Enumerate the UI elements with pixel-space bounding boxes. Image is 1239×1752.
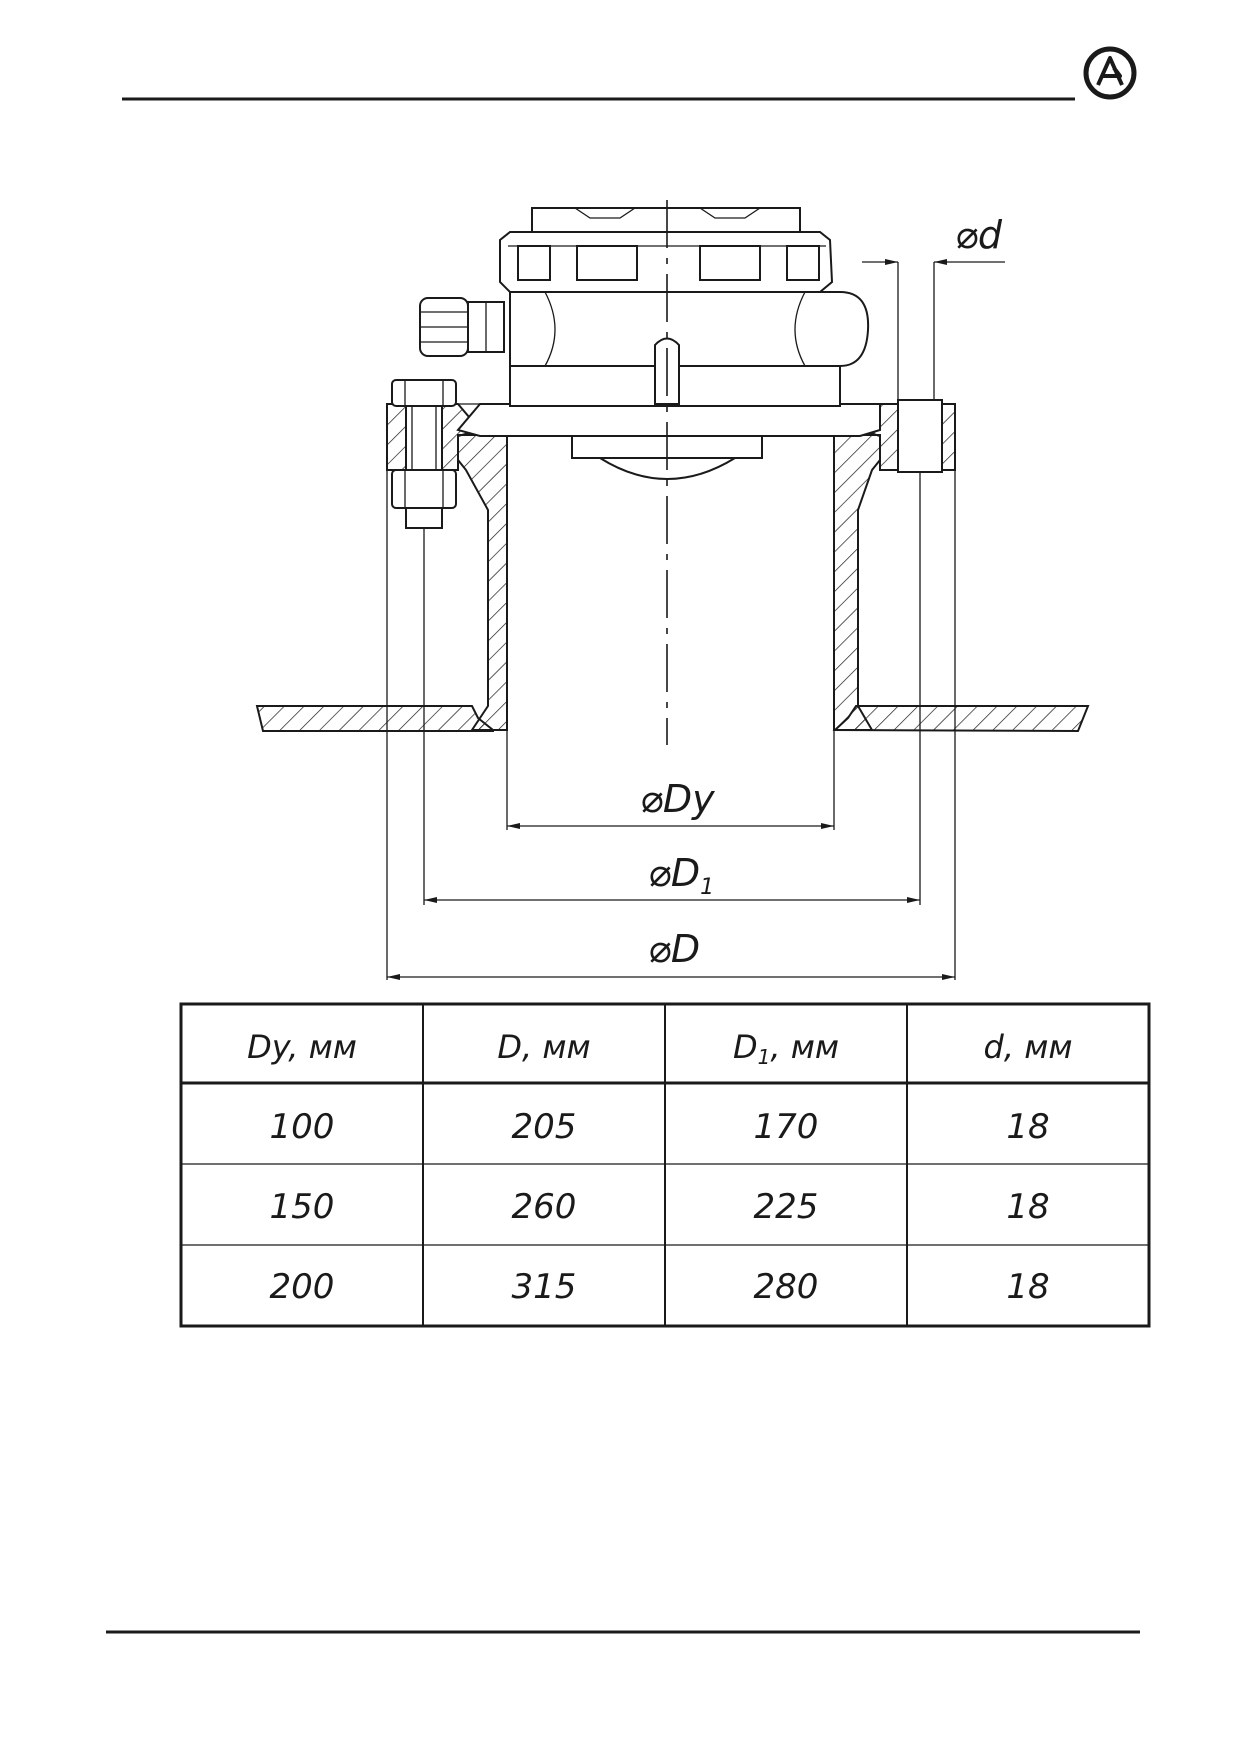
- table-row: 200 315 280 18: [270, 1267, 1050, 1307]
- table-cell: 205: [512, 1107, 577, 1147]
- table-header-d1: D1, мм: [733, 1028, 839, 1069]
- table-row: 100 205 170 18: [270, 1107, 1050, 1147]
- nozzle-wall-right: [833, 434, 881, 731]
- table-header-d1-main: D: [733, 1028, 758, 1066]
- table-cell: 150: [270, 1187, 335, 1227]
- cable-gland: [419, 297, 505, 357]
- bolt-left: [391, 379, 457, 529]
- table-cell: 170: [754, 1107, 819, 1147]
- table-header-d-outer: D, мм: [497, 1028, 590, 1066]
- sensor-housing: [509, 291, 870, 367]
- bolt-hole-right: [897, 399, 943, 473]
- table-cell: 225: [754, 1187, 819, 1227]
- table-header-d-hole: d, мм: [984, 1028, 1073, 1066]
- table-cell: 18: [1006, 1107, 1049, 1147]
- table-cell: 100: [270, 1107, 335, 1147]
- table-cell: 260: [512, 1187, 577, 1227]
- dim-label-Dy: ⌀Dy: [640, 777, 715, 821]
- table-cell: 18: [1006, 1267, 1049, 1307]
- flange-section-drawing: ⌀d ⌀Dy ⌀D1 ⌀D: [255, 200, 1090, 980]
- dim-label-D1: ⌀D1: [648, 851, 714, 900]
- dim-label-D1-sub: 1: [700, 875, 714, 900]
- table-header-d1-sub: 1: [758, 1045, 771, 1069]
- table-cell: 280: [754, 1267, 819, 1307]
- nozzle-wall-left: [457, 434, 508, 731]
- dim-label-d: ⌀d: [955, 213, 1003, 257]
- table-header-d1-rest: , мм: [770, 1028, 839, 1066]
- dim-label-D1-main: ⌀D: [648, 851, 700, 895]
- dimensions-table: Dy, мм D, мм D1, мм d, мм 100 205 170 18…: [179, 1002, 1151, 1328]
- table-cell: 200: [270, 1267, 335, 1307]
- table-row: 150 260 225 18: [270, 1187, 1050, 1227]
- tank-wall: [255, 705, 494, 732]
- table-header-dy: Dy, мм: [247, 1028, 357, 1066]
- company-logo-icon: [1083, 46, 1137, 100]
- table-cell: 315: [512, 1267, 577, 1307]
- table-cell: 18: [1006, 1187, 1049, 1227]
- top-flange-plate: [456, 403, 881, 437]
- dim-label-D: ⌀D: [648, 927, 700, 971]
